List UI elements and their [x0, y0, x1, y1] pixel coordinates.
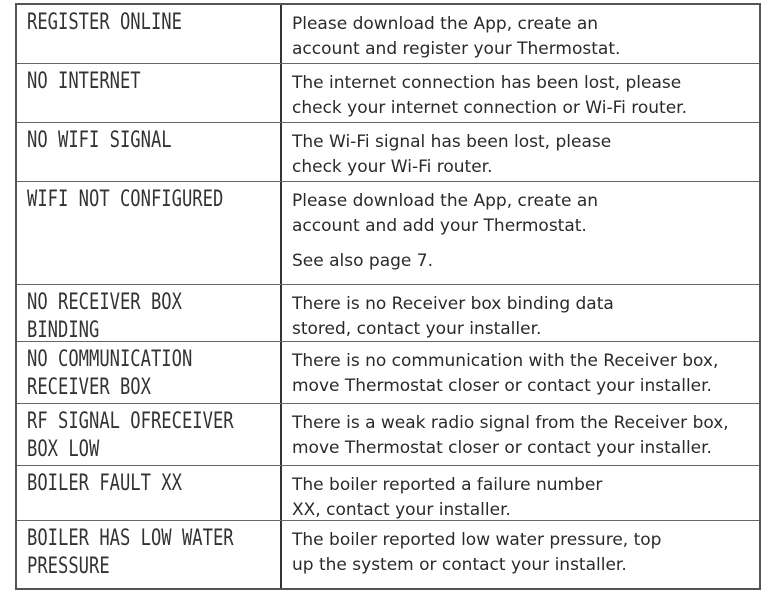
- code-line: NO INTERNET: [27, 69, 141, 94]
- code-line: WIFI NOT CONFIGURED: [27, 187, 224, 212]
- code-line: NO WIFI SIGNAL: [27, 128, 172, 153]
- description: Please download the App, create an accoun…: [282, 182, 759, 284]
- code-line: BINDING: [27, 318, 100, 343]
- error-message-table: REGISTER ONLINE Please download the App, …: [15, 3, 761, 590]
- table-row: REGISTER ONLINE Please download the App, …: [17, 5, 759, 63]
- display-code: NO RECEIVER BOX BINDING: [17, 285, 282, 343]
- description-line: Please download the App, create an: [292, 191, 599, 211]
- description-line: The boiler reported a failure number: [292, 475, 603, 495]
- code-line: BOX LOW: [27, 437, 100, 462]
- code-line: BOILER HAS LOW WATER: [27, 526, 234, 551]
- code-line: NO COMMUNICATION: [27, 347, 193, 372]
- see-also-note: See also page 7.: [292, 251, 433, 271]
- description-line: check your Wi-Fi router.: [292, 157, 493, 177]
- description-line: move Thermostat closer or contact your i…: [292, 376, 712, 396]
- display-code: REGISTER ONLINE: [17, 5, 282, 63]
- table-row: BOILER FAULT XX The boiler reported a fai…: [17, 465, 759, 520]
- display-code: NO WIFI SIGNAL: [17, 123, 282, 181]
- description-line: The Wi-Fi signal has been lost, please: [292, 132, 612, 152]
- description-line: account and add your Thermostat.: [292, 216, 587, 236]
- display-code: NO INTERNET: [17, 64, 282, 122]
- description-line: account and register your Thermostat.: [292, 39, 621, 59]
- table-row: NO COMMUNICATION RECEIVER BOX There is no …: [17, 341, 759, 403]
- description-line: There is no communication with the Recei…: [292, 351, 719, 371]
- table-row: NO RECEIVER BOX BINDING There is no Receiv…: [17, 284, 759, 343]
- display-code: WIFI NOT CONFIGURED: [17, 182, 282, 284]
- description-line: XX, contact your installer.: [292, 500, 511, 520]
- code-line: REGISTER ONLINE: [27, 10, 182, 35]
- display-code: NO COMMUNICATION RECEIVER BOX: [17, 342, 282, 403]
- table-row: RF SIGNAL OFRECEIVER BOX LOW There is a we…: [17, 403, 759, 465]
- code-line: RECEIVER BOX: [27, 375, 151, 400]
- table-row: WIFI NOT CONFIGURED Please download the A…: [17, 181, 759, 284]
- table-row: NO INTERNET The internet connection has b…: [17, 63, 759, 122]
- description: Please download the App, create an accoun…: [282, 5, 759, 63]
- code-line: PRESSURE: [27, 554, 110, 579]
- description-line: There is no Receiver box binding data: [292, 294, 614, 314]
- code-line: BOILER FAULT XX: [27, 471, 182, 496]
- description-line: The boiler reported low water pressure, …: [292, 530, 662, 550]
- description: The Wi-Fi signal has been lost, please ch…: [282, 123, 759, 181]
- display-code: BOILER FAULT XX: [17, 466, 282, 520]
- code-line: NO RECEIVER BOX: [27, 290, 182, 315]
- display-code: RF SIGNAL OFRECEIVER BOX LOW: [17, 404, 282, 465]
- description: There is a weak radio signal from the Re…: [282, 404, 759, 465]
- description-line: check your internet connection or Wi-Fi …: [292, 98, 687, 118]
- description-line: stored, contact your installer.: [292, 319, 542, 339]
- description: There is no communication with the Recei…: [282, 342, 759, 403]
- table-row: NO WIFI SIGNAL The Wi-Fi signal has been …: [17, 122, 759, 181]
- description: The boiler reported low water pressure, …: [282, 521, 759, 588]
- description-line: move Thermostat closer or contact your i…: [292, 438, 712, 458]
- description: The internet connection has been lost, p…: [282, 64, 759, 122]
- description: There is no Receiver box binding data sto…: [282, 285, 759, 341]
- description-line: up the system or contact your installer.: [292, 555, 627, 575]
- display-code: BOILER HAS LOW WATER PRESSURE: [17, 521, 282, 588]
- table-row: BOILER HAS LOW WATER PRESSURE The boiler r…: [17, 520, 759, 588]
- description-line: Please download the App, create an: [292, 14, 599, 34]
- description-line: There is a weak radio signal from the Re…: [292, 413, 729, 433]
- code-line: RF SIGNAL OFRECEIVER: [27, 409, 234, 434]
- description-line: The internet connection has been lost, p…: [292, 73, 682, 93]
